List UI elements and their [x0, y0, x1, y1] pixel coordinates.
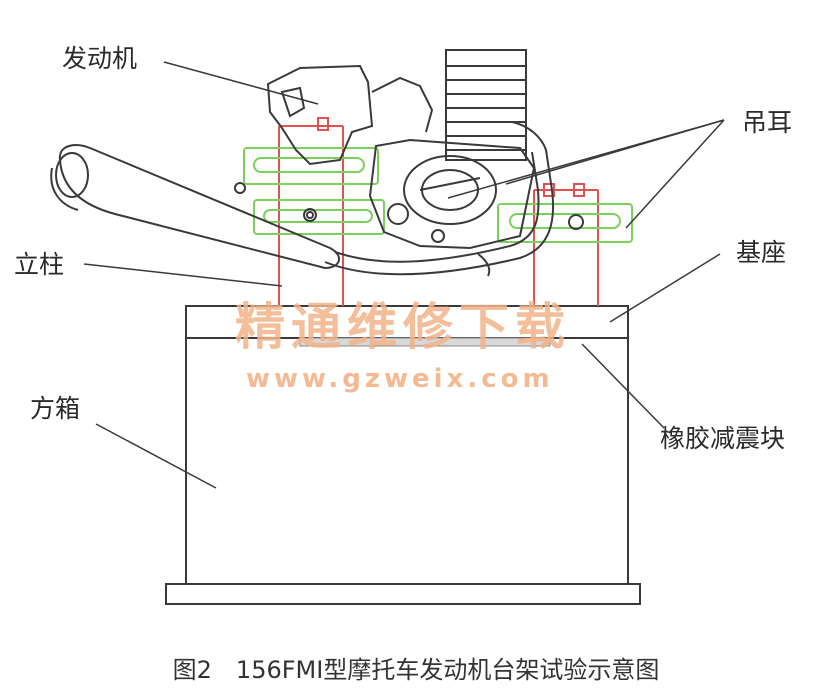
red-columns [278, 117, 599, 306]
base-plate [185, 305, 629, 339]
leader-lines [83, 61, 725, 489]
exhaust-muffler [50, 121, 555, 277]
engine [266, 49, 584, 250]
label-base: 基座 [736, 238, 787, 267]
watermark-text: 精通维修下载 [235, 298, 571, 356]
box-bottom-plate [165, 583, 641, 605]
watermark-url: www.gzweix.com [246, 364, 554, 394]
rubber-damping-block [299, 337, 551, 347]
label-lifting-lug: 吊耳 [742, 108, 793, 137]
label-box: 方箱 [30, 394, 81, 423]
label-rubber-block: 橡胶减震块 [660, 424, 786, 453]
figure-caption: 图2 156FMI型摩托车发动机台架试验示意图 [172, 656, 660, 684]
label-engine: 发动机 [62, 44, 138, 73]
label-column: 立柱 [14, 250, 65, 279]
